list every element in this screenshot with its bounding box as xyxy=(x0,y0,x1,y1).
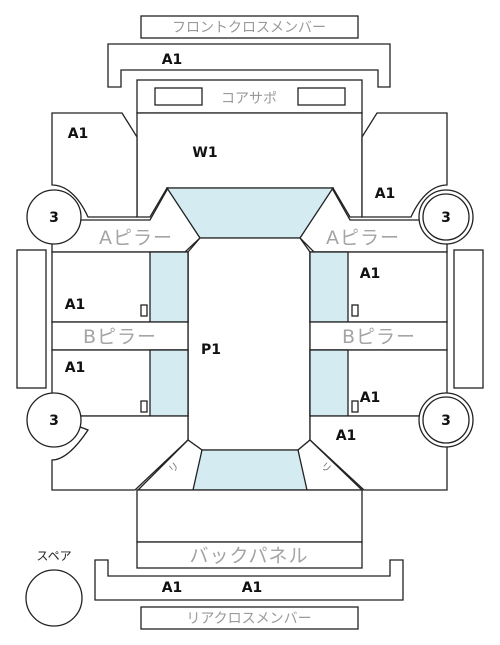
front-bumper-bracket xyxy=(107,43,391,88)
tire-rear-left-code: 3 xyxy=(49,413,59,429)
left-rear-door-a1: A1 xyxy=(65,360,86,376)
rear-cross-member-box xyxy=(140,606,359,630)
right-front-window xyxy=(309,251,349,323)
left-b-pillar xyxy=(51,321,189,351)
front-bumper-a1: A1 xyxy=(162,52,183,68)
tire-rear-right: 3 xyxy=(418,392,474,448)
roof-p1: P1 xyxy=(201,342,221,358)
right-headlight xyxy=(297,87,346,106)
tire-front-left-code: 3 xyxy=(49,210,59,226)
tire-rear-right-code: 3 xyxy=(441,413,451,429)
rear-bumper-bracket xyxy=(94,559,404,601)
hood-w1: W1 xyxy=(192,145,217,161)
back-panel-box xyxy=(136,541,363,569)
right-front-fender xyxy=(361,112,448,218)
right-front-fender-a1: A1 xyxy=(375,186,396,202)
left-b-pillar-label: Bピラー xyxy=(83,326,157,348)
right-front-handle xyxy=(351,304,359,317)
tire-rear-left: 3 xyxy=(26,392,82,448)
tire-rear-right-inner xyxy=(422,396,470,444)
left-front-window xyxy=(149,251,189,323)
front-cross-member-label: フロントクロスメンバー xyxy=(172,20,326,36)
left-rear-quarter xyxy=(51,415,189,491)
tire-front-right: 3 xyxy=(418,189,474,245)
rear-cross-member-label: リアクロスメンバー xyxy=(186,611,311,627)
left-rear-window xyxy=(149,349,189,417)
left-rear-handle xyxy=(140,400,148,413)
tire-front-right-outer xyxy=(418,189,474,245)
rear-window xyxy=(192,449,308,491)
right-rear-handle xyxy=(351,400,359,413)
left-front-fender-a1: A1 xyxy=(68,126,89,142)
tire-front-right-code: 3 xyxy=(441,210,451,226)
right-rear-door-a1: A1 xyxy=(360,390,381,406)
rear-bumper-a1-left: A1 xyxy=(162,580,183,596)
tire-front-left: 3 xyxy=(26,189,82,245)
front-cross-member-box xyxy=(140,15,359,39)
back-panel-label: バックパネル xyxy=(189,545,308,567)
left-a-pillar-label: Aピラー xyxy=(99,227,173,249)
spare-label: スペア xyxy=(36,549,71,563)
right-a-pillar-label: Aピラー xyxy=(326,227,400,249)
right-front-door-a1: A1 xyxy=(360,266,381,282)
left-side-sill xyxy=(16,249,47,389)
tire-rear-left-outer xyxy=(26,392,82,448)
rear-bumper-a1-right: A1 xyxy=(242,580,263,596)
core-support-label: コアサポ xyxy=(221,91,277,107)
left-front-handle xyxy=(140,304,148,317)
right-b-pillar xyxy=(309,321,448,351)
trunk-lid xyxy=(136,489,363,543)
tire-rear-right-outer xyxy=(418,392,474,448)
left-front-door-a1: A1 xyxy=(65,297,86,313)
right-rear-window xyxy=(309,349,349,417)
right-b-pillar-label: Bピラー xyxy=(342,326,416,348)
left-headlight xyxy=(154,87,203,106)
tire-front-left-outer xyxy=(26,189,82,245)
right-rear-quarter-a1: A1 xyxy=(336,428,357,444)
left-front-fender xyxy=(51,112,138,218)
spare-tire xyxy=(25,569,83,627)
tire-front-right-inner xyxy=(422,193,470,241)
right-side-sill xyxy=(453,249,484,389)
